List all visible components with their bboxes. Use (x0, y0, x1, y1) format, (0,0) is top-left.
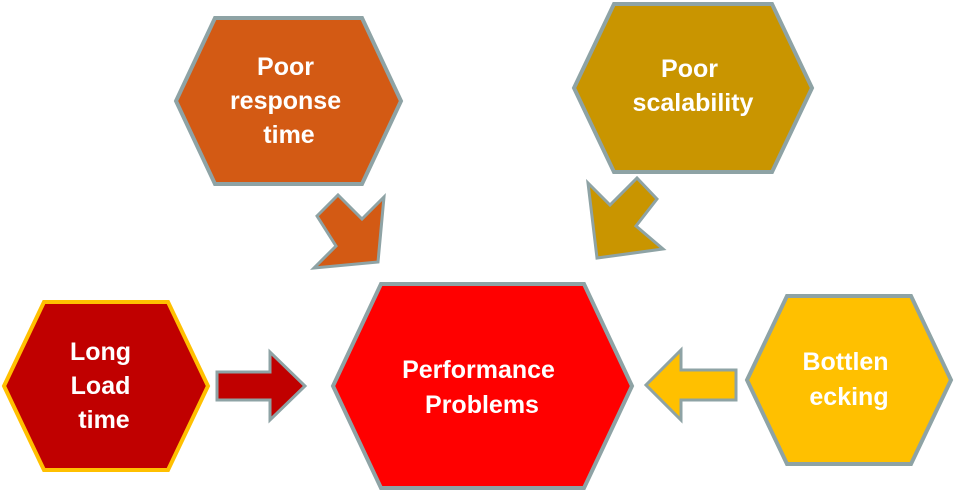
arrow-scalability-to-center (585, 175, 667, 260)
hexagon-label: Performance Problems (402, 356, 562, 419)
hexagon-shape (571, 2, 815, 174)
hexagon-bottlenecking: Bottlen ecking (744, 294, 954, 466)
hexagon-shape (744, 294, 954, 466)
arrow-response-to-center (309, 192, 386, 270)
hexagon-label: Long Load time (70, 338, 138, 434)
hexagon-shape (330, 282, 635, 490)
hexagon-label: Poor response time (230, 53, 348, 149)
hexagon-poor-scalability: Poor scalability (571, 2, 815, 174)
hexagon-poor-response-time: Poor response time (173, 16, 404, 186)
hexagon-performance-problems: Performance Problems (330, 282, 635, 490)
hexagon-shape (173, 16, 404, 186)
hexagon-long-load-time: Long Load time (1, 300, 211, 472)
arrow-bottleneck-to-center (643, 346, 738, 424)
hexagon-shape (1, 300, 211, 472)
hexagon-label: Poor scalability (633, 55, 754, 117)
arrow-load-to-center (215, 348, 308, 424)
hexagon-label: Bottlen ecking (802, 348, 895, 411)
